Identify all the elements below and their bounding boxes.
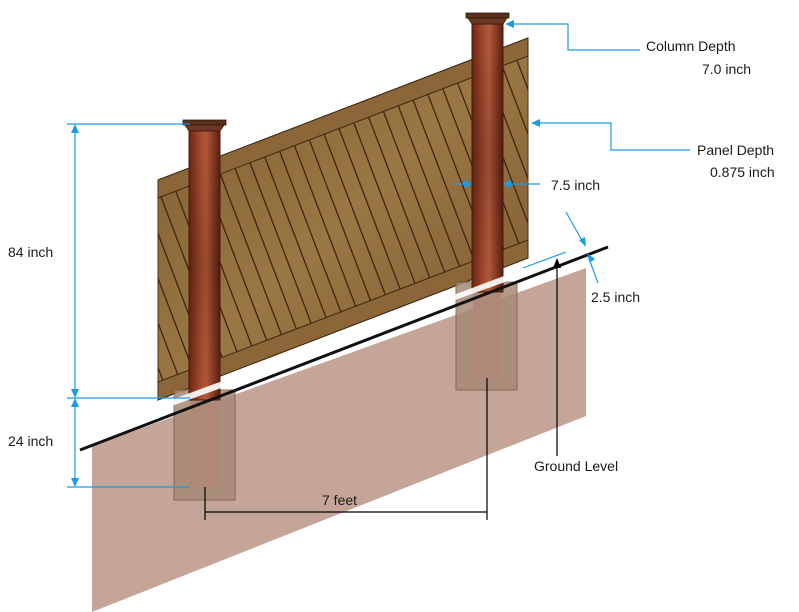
post-left — [182, 119, 227, 401]
panel-slat — [0, 0, 42, 420]
ground-line — [79, 245, 609, 452]
label-footing-depth: 24 inch — [8, 433, 53, 449]
ground-level-callout — [553, 258, 561, 456]
dimension-24-inch — [67, 398, 190, 488]
label-panel-depth-value: 0.875 inch — [710, 164, 775, 180]
dimension-7-feet — [204, 378, 488, 520]
panel-slat — [0, 0, 76, 420]
panel-slat — [493, 38, 528, 400]
post-left-buried — [190, 395, 219, 487]
fence-panel — [0, 0, 529, 420]
panel-slat — [158, 38, 264, 400]
post-left-cap — [182, 119, 227, 132]
panel-slat — [0, 0, 93, 420]
label-column-depth-title: Column Depth — [646, 38, 736, 54]
panel-slat — [158, 38, 196, 400]
label-post-spacing: 7 feet — [322, 492, 357, 508]
post-right-cap — [465, 12, 510, 25]
label-column-depth-value: 7.0 inch — [702, 61, 751, 77]
label-panel-depth-title: Panel Depth — [697, 142, 774, 158]
panel-slat — [0, 0, 25, 420]
post-right-buried — [473, 288, 501, 378]
panel-slat — [0, 0, 59, 420]
panel-slat — [158, 38, 179, 400]
dimension-84-inch — [67, 123, 190, 399]
panel-slat — [0, 0, 144, 420]
panel-slat — [158, 38, 162, 400]
label-post-width: 7.5 inch — [551, 177, 600, 193]
label-panel-gap: 2.5 inch — [591, 289, 640, 305]
panel-slat — [0, 0, 127, 420]
panel-slat — [476, 38, 528, 400]
panel-slat — [0, 0, 110, 420]
post-right — [465, 12, 510, 293]
label-ground-level: Ground Level — [534, 458, 618, 474]
label-post-height: 84 inch — [8, 244, 53, 260]
post-width-dimension — [454, 180, 540, 188]
column-depth-callout — [505, 20, 640, 51]
panel-depth-callout — [531, 119, 690, 151]
panel-slat — [158, 38, 213, 400]
panel-gap-dimension — [522, 211, 599, 284]
panel-slat — [0, 0, 8, 420]
